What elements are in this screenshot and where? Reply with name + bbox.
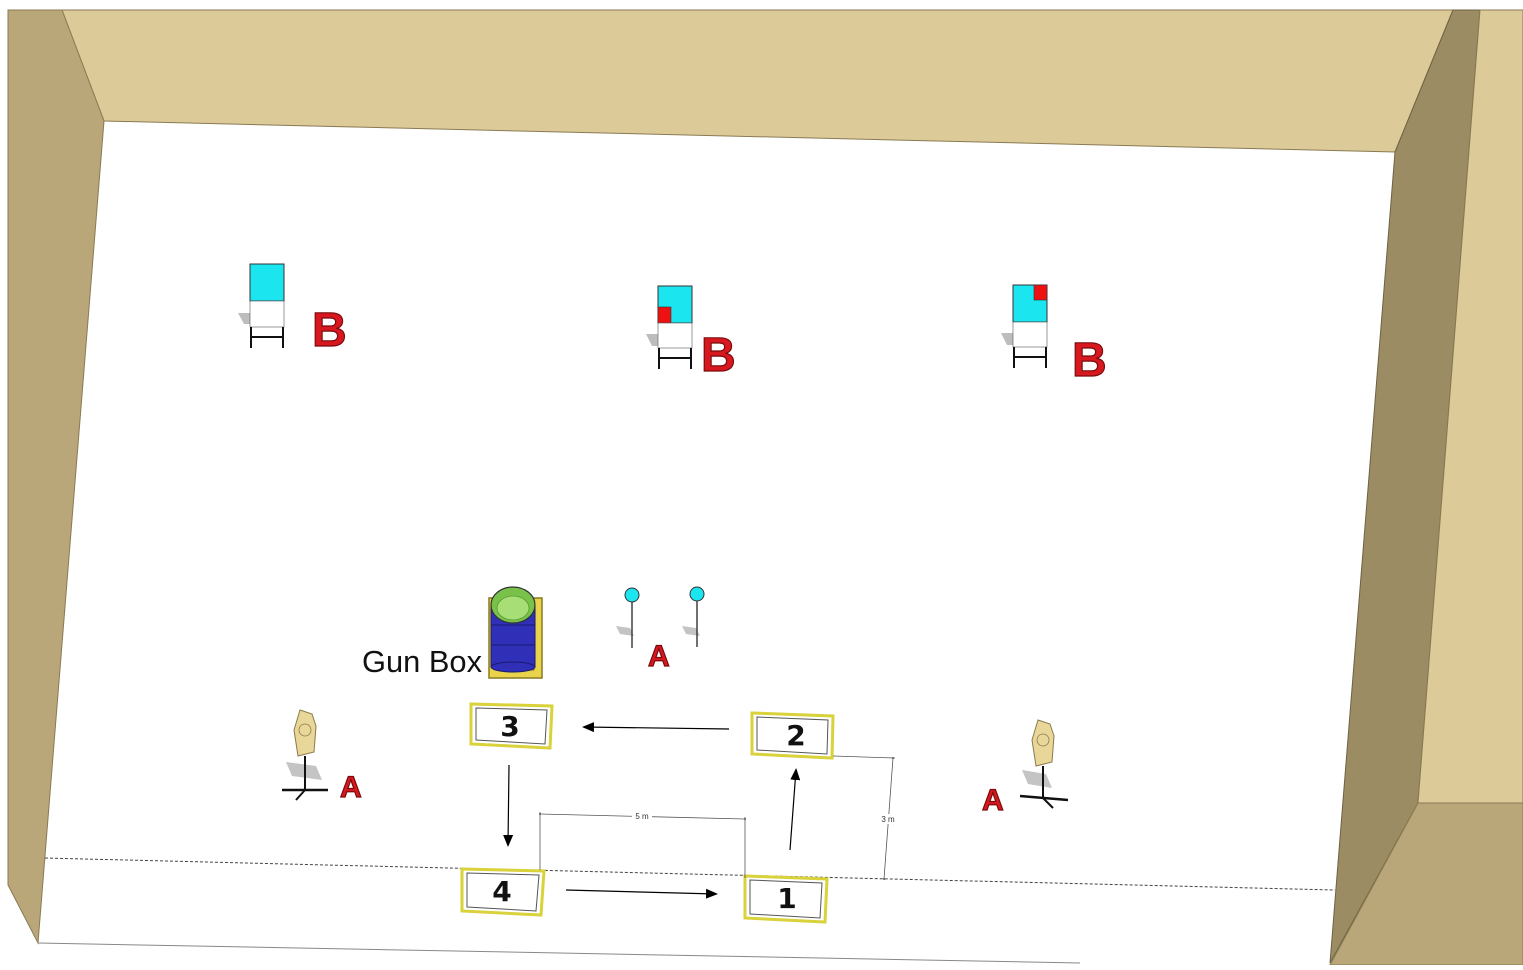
shooting-box-2: 2 [750, 711, 835, 760]
arrow-icon [565, 888, 718, 899]
floor-edge [37, 942, 1081, 964]
arrow-icon [789, 768, 801, 851]
target-label-b-right: B [1072, 334, 1107, 387]
gun-box-label: Gun Box [362, 644, 482, 679]
arrow-icon [582, 722, 730, 733]
popper-target-icon [682, 586, 705, 647]
left-berm [7, 9, 105, 945]
target-label-a-poppers: A [648, 640, 670, 673]
shooting-box-4: 4 [460, 867, 546, 917]
shooting-box-1: 1 [743, 874, 829, 924]
arrow-icon [503, 764, 514, 847]
box-number-2: 2 [786, 719, 805, 752]
popper-target-icon [616, 587, 640, 648]
dimension-3m-label: 3 m [881, 815, 895, 824]
paper-target-icon [238, 263, 285, 348]
box-number-4: 4 [492, 875, 511, 908]
right-berm-lower [1329, 802, 1523, 966]
shooting-box-3: 3 [469, 702, 554, 750]
dimension-5m-label: 5 m [635, 812, 649, 821]
target-label-a-left: A [340, 771, 362, 804]
target-label-a-right: A [982, 784, 1004, 817]
box-number-3: 3 [500, 710, 519, 743]
paper-target-icon [1001, 284, 1048, 368]
dimension-3m: 3 m [832, 755, 898, 880]
right-berm-outer [1417, 9, 1523, 804]
steel-plate-target-icon [1019, 719, 1069, 809]
barrel-icon [488, 586, 543, 679]
back-berm [61, 9, 1454, 153]
steel-plate-target-icon [282, 709, 328, 801]
target-label-b-left: B [312, 304, 347, 357]
paper-target-icon [646, 285, 693, 369]
fault-line [44, 857, 1336, 891]
dimension-5m: 5 m [539, 810, 746, 878]
box-number-1: 1 [777, 882, 796, 915]
target-label-b-center: B [701, 329, 736, 382]
